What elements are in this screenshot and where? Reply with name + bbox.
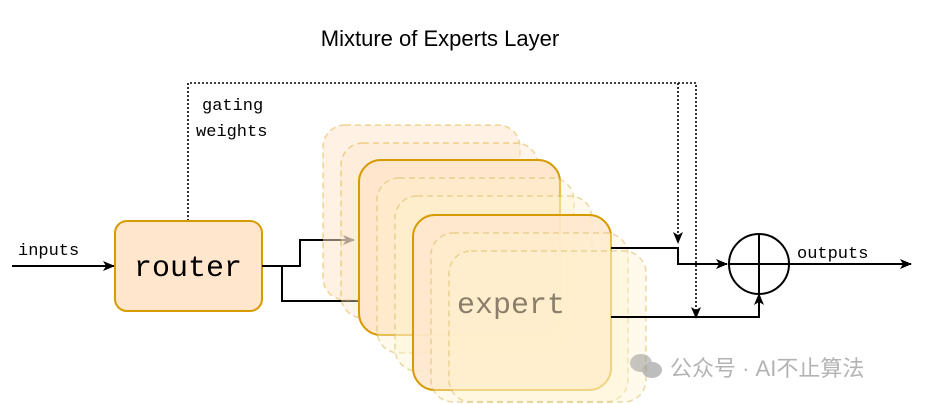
expert-box xyxy=(412,214,612,391)
expert-stack xyxy=(322,124,647,403)
diagram-title: Mixture of Experts Layer xyxy=(321,26,559,51)
expert-ghost xyxy=(448,250,647,403)
inputs-label: inputs xyxy=(18,242,79,261)
expert-1-output xyxy=(611,247,728,269)
expert-2-output xyxy=(611,293,764,318)
weights-label: weights xyxy=(196,123,267,142)
router-label: router xyxy=(134,252,242,286)
wechat-icon xyxy=(630,354,662,378)
watermark-text: 公众号 · AI不止算法 xyxy=(670,356,864,381)
expert-label: expert xyxy=(457,289,565,323)
gating-weights-connector xyxy=(187,82,701,319)
gating-label: gating xyxy=(202,97,263,116)
outputs-label: outputs xyxy=(797,245,868,264)
sum-node xyxy=(728,233,790,295)
